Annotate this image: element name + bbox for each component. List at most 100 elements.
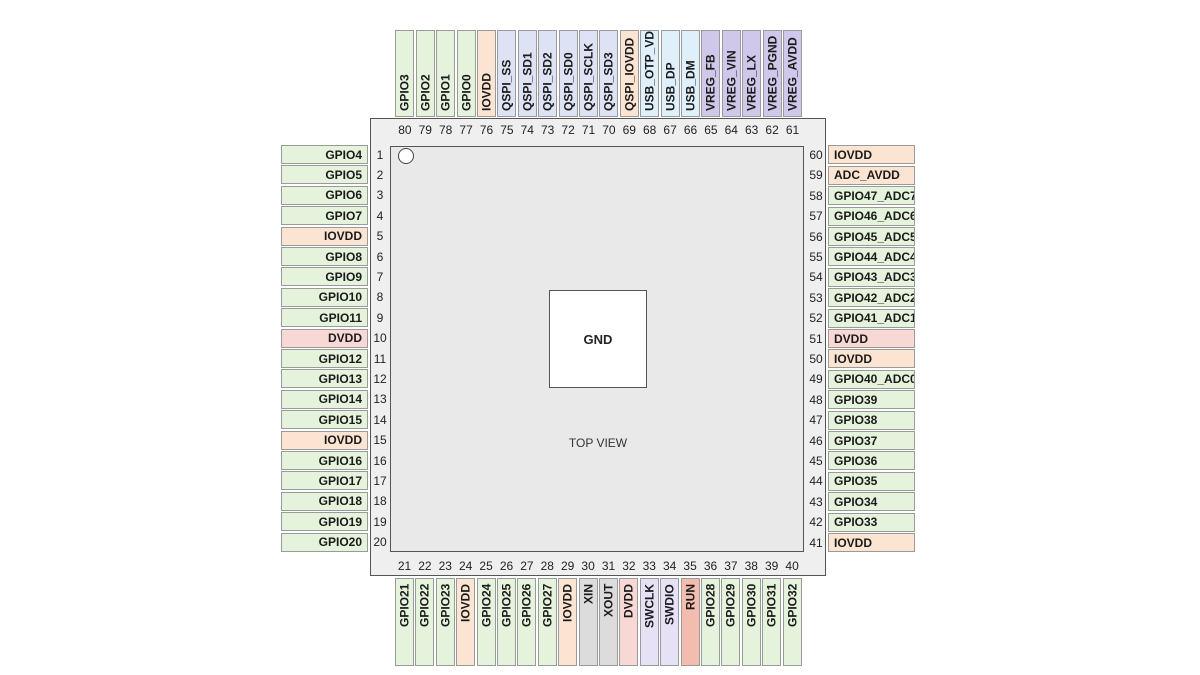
pin-number: 39 xyxy=(765,559,779,573)
pin-label: GPIO43_ADC3 xyxy=(828,267,915,287)
pin-label: GPIO33 xyxy=(828,512,915,532)
pin-number: 18 xyxy=(373,494,387,509)
pin-label: USB_DP xyxy=(660,30,680,117)
pin-label: IOVDD xyxy=(828,533,915,552)
pin-number: 64 xyxy=(724,123,738,137)
pin-label: GPIO21 xyxy=(395,578,414,666)
pin-number: 63 xyxy=(745,123,759,137)
pin-label: GPIO3 xyxy=(395,30,415,117)
pin-label: QSPI_SS xyxy=(497,30,517,117)
pin-label: USB_DM xyxy=(681,30,700,117)
pin-number: 55 xyxy=(809,249,823,264)
pin-label: GPIO30 xyxy=(741,578,761,666)
pin-number: 74 xyxy=(520,123,534,137)
pin-label: GPIO7 xyxy=(281,206,368,226)
pin-number: 7 xyxy=(376,269,384,284)
pin-number: 2 xyxy=(376,167,384,182)
pin-number: 40 xyxy=(785,559,799,573)
pin-number: 41 xyxy=(809,535,823,550)
pin-number: 59 xyxy=(809,168,823,183)
pin-number: 80 xyxy=(398,123,412,137)
pin-label: RUN xyxy=(680,578,700,666)
pin-label: GPIO24 xyxy=(476,578,496,666)
pin-number: 32 xyxy=(622,559,636,573)
pin-label: QSPI_IOVDD xyxy=(619,30,639,117)
pin1-marker xyxy=(398,148,414,164)
pin-number: 44 xyxy=(809,474,823,489)
pin-label: GPIO20 xyxy=(281,532,368,552)
pin-label: SWCLK xyxy=(639,578,659,666)
pin-label: QSPI_SD2 xyxy=(538,30,558,117)
pin-label: GPIO5 xyxy=(281,165,368,185)
pin-label: GPIO23 xyxy=(435,578,455,666)
pin-label: IOVDD xyxy=(281,430,368,450)
pin-number: 8 xyxy=(376,290,384,305)
pin-number: 76 xyxy=(479,123,494,137)
pin-label: GPIO45_ADC5 xyxy=(828,227,915,246)
pin-number: 27 xyxy=(520,559,534,573)
pin-label: GPIO16 xyxy=(281,451,368,470)
pin-label: GPIO19 xyxy=(281,512,368,532)
pin-label: GPIO28 xyxy=(701,578,720,666)
pin-label: GPIO13 xyxy=(281,369,368,389)
pin-label: XIN xyxy=(578,578,598,666)
pin-label: GPIO25 xyxy=(497,578,516,666)
pin-number: 71 xyxy=(581,123,596,137)
pin-number: 73 xyxy=(541,123,555,137)
pin-label: IOVDD xyxy=(477,30,496,117)
pin-label: GPIO40_ADC0 xyxy=(828,369,915,389)
pin-number: 72 xyxy=(561,123,575,137)
pin-label: QSPI_SD3 xyxy=(599,30,619,117)
pin-label: GPIO41_ADC1 xyxy=(828,308,915,328)
pin-label: GPIO8 xyxy=(281,247,368,266)
pin-number: 11 xyxy=(373,351,387,366)
pin-label: GPIO34 xyxy=(828,492,915,512)
pin-label: GPIO27 xyxy=(537,578,557,666)
pin-label: GPIO14 xyxy=(281,389,368,409)
pin-label: QSPI_SD1 xyxy=(517,30,537,117)
pin-label: XOUT xyxy=(599,578,618,666)
pin-label: GPIO9 xyxy=(281,267,368,287)
pin-label: IOVDD xyxy=(828,145,915,165)
pin-number: 14 xyxy=(373,412,387,427)
pin-number: 10 xyxy=(373,331,387,346)
pin-number: 69 xyxy=(622,123,636,137)
pin-label: IOVDD xyxy=(281,226,368,246)
pin-label: GPIO2 xyxy=(415,30,435,117)
pin-number: 68 xyxy=(643,123,657,137)
pin-number: 46 xyxy=(809,433,823,448)
pin-label: GPIO42_ADC2 xyxy=(828,288,915,308)
pin-number: 25 xyxy=(479,559,493,573)
pin-label: SWDIO xyxy=(660,578,680,666)
pin-number: 70 xyxy=(602,123,616,137)
pin-number: 5 xyxy=(376,229,384,244)
pin-number: 77 xyxy=(459,123,473,137)
pin-label: GPIO31 xyxy=(762,578,782,666)
pin-label: DVDD xyxy=(619,578,639,666)
pin-number: 42 xyxy=(809,515,823,530)
pin-label: GPIO36 xyxy=(828,451,915,471)
pin-label: GPIO17 xyxy=(281,471,368,491)
pin-label: GPIO12 xyxy=(281,349,368,368)
pin-number: 4 xyxy=(376,208,384,223)
pin-label: GPIO26 xyxy=(517,578,537,666)
pin-label: GPIO38 xyxy=(828,410,915,430)
pin-number: 62 xyxy=(765,123,779,137)
pin-label: GPIO37 xyxy=(828,431,915,450)
pin-label: IOVDD xyxy=(456,578,476,666)
pin-number: 67 xyxy=(663,123,677,137)
pin-number: 53 xyxy=(809,290,823,305)
pin-label: USB_OTP_VDD xyxy=(640,30,660,117)
pin-number: 65 xyxy=(704,123,718,137)
pin-number: 52 xyxy=(809,311,823,326)
pin-number: 54 xyxy=(809,270,823,285)
pin-label: IOVDD xyxy=(558,578,578,666)
pin-number: 49 xyxy=(809,372,823,387)
pin-number: 26 xyxy=(499,559,514,573)
pin-label: GPIO18 xyxy=(281,491,368,511)
ground-pad: GND xyxy=(549,290,647,388)
pin-number: 56 xyxy=(809,229,823,244)
pin-number: 29 xyxy=(561,559,575,573)
pin-label: DVDD xyxy=(828,329,915,348)
pin-number: 22 xyxy=(418,559,432,573)
